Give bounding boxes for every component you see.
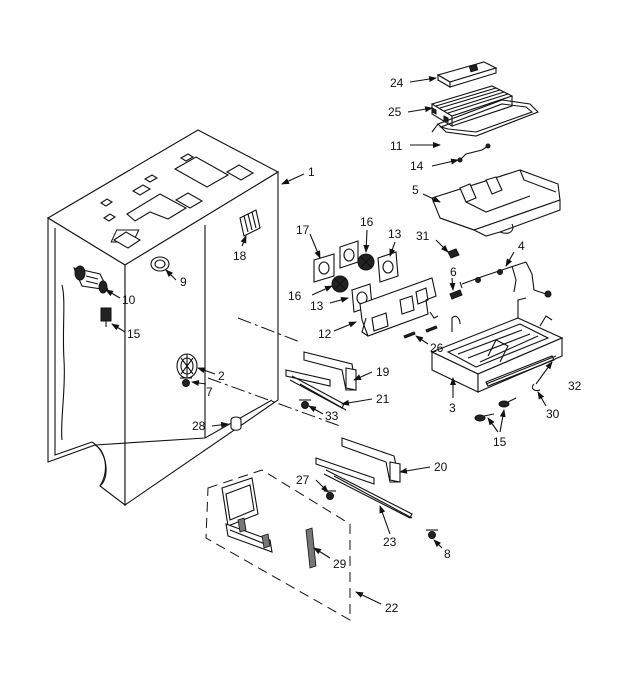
callout-15b: 15 <box>493 435 507 449</box>
callout-27: 27 <box>296 473 310 487</box>
callout-8: 8 <box>444 547 451 561</box>
part-31-clip <box>447 248 460 259</box>
part-6-clip <box>449 289 463 300</box>
callout-32: 32 <box>568 379 582 393</box>
callout-20: 20 <box>434 460 448 474</box>
part-30-clip <box>531 383 541 392</box>
callout-28: 28 <box>192 419 206 433</box>
callout-33: 33 <box>325 409 339 423</box>
callout-6: 6 <box>450 265 457 279</box>
callout-25: 25 <box>388 105 402 119</box>
part-23-rail <box>315 457 413 519</box>
part-11-heater <box>431 99 539 137</box>
part-17-damper <box>313 240 359 283</box>
part-32-strip <box>485 355 555 387</box>
part-16-fan-upper <box>357 253 375 271</box>
part-20-slide <box>341 437 401 483</box>
part-14-wire <box>457 143 491 163</box>
part-24-cover <box>436 61 498 88</box>
callout-4: 4 <box>518 239 525 253</box>
centerline-19 <box>237 317 301 343</box>
callout-9: 9 <box>180 275 187 289</box>
part-16-fan-lower <box>331 275 349 293</box>
callout-13a: 13 <box>388 227 402 241</box>
callout-labels: 1 2 3 4 5 6 7 8 9 10 11 12 13 13 14 15 1… <box>122 76 582 615</box>
part-15-sensors-right <box>474 397 517 422</box>
part-19-slide <box>303 351 357 391</box>
callout-3: 3 <box>449 401 456 415</box>
part-22-kit <box>205 469 351 621</box>
callout-7: 7 <box>206 385 213 399</box>
part-21-rail <box>285 369 347 411</box>
part-13-housing-upper <box>377 251 399 283</box>
part-4-harness <box>459 261 552 298</box>
part-15-sensor-left <box>100 307 112 327</box>
callout-26: 26 <box>430 341 444 355</box>
callout-30: 30 <box>546 407 560 421</box>
part-25-evaporator <box>430 85 514 127</box>
callout-15a: 15 <box>127 327 141 341</box>
part-2-fan <box>176 353 198 379</box>
part-10-assembly <box>73 265 109 294</box>
part-12-bracket <box>359 277 437 337</box>
callout-1: 1 <box>308 165 315 179</box>
callout-14: 14 <box>410 159 424 173</box>
part-5-housing <box>431 169 561 237</box>
leader-lines <box>105 76 553 605</box>
part-26-clips <box>403 311 439 339</box>
callout-16b: 16 <box>288 289 302 303</box>
callout-18: 18 <box>233 249 247 263</box>
callout-21: 21 <box>376 392 390 406</box>
callout-13b: 13 <box>310 299 324 313</box>
part-7-screw <box>180 377 192 387</box>
part-3-housing <box>430 297 564 393</box>
callout-11: 11 <box>390 139 403 153</box>
callout-24: 24 <box>390 76 404 90</box>
callout-23: 23 <box>383 535 397 549</box>
callout-19: 19 <box>376 365 390 379</box>
part-18-vent <box>239 209 261 237</box>
callout-12: 12 <box>318 327 332 341</box>
callout-5: 5 <box>412 183 419 197</box>
callout-31: 31 <box>416 229 430 243</box>
part-29-strip <box>305 527 317 569</box>
callout-22: 22 <box>385 601 399 615</box>
callout-10: 10 <box>122 293 136 307</box>
callout-16a: 16 <box>360 215 374 229</box>
centerline-20 <box>207 377 341 427</box>
callout-17: 17 <box>296 223 310 237</box>
part-27-screw <box>324 490 336 500</box>
cabinet <box>46 129 280 507</box>
callout-2: 2 <box>218 369 225 383</box>
part-28-cap <box>230 416 242 431</box>
callout-29: 29 <box>333 557 347 571</box>
part-8-screw <box>426 529 438 539</box>
part-33-screw <box>299 399 311 409</box>
part-9-plug <box>150 256 170 272</box>
